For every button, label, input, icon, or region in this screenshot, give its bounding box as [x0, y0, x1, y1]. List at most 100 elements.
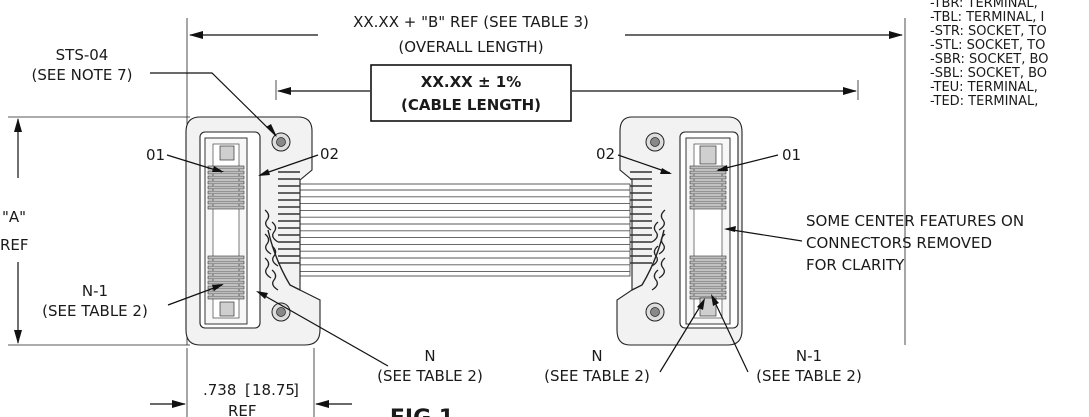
legend-item: -TBL: TERMINAL, I: [930, 10, 1044, 25]
pin-pad: [207, 265, 245, 270]
center-features-line1: SOME CENTER FEATURES ON: [806, 212, 1024, 230]
n-right-note: (SEE TABLE 2): [544, 367, 650, 385]
pin-pad: [689, 195, 727, 200]
pin-pad: [689, 260, 727, 265]
pin-01-left-label: 01: [146, 146, 165, 164]
pin-pad: [207, 205, 245, 210]
pin-pad: [689, 285, 727, 290]
pin-pad: [689, 280, 727, 285]
overall-length-note: (OVERALL LENGTH): [398, 38, 543, 56]
width-ref-dimension: .738 [ 18.75 ] REF: [150, 348, 352, 417]
width-ref-note: REF: [228, 402, 257, 417]
pin-pad: [689, 200, 727, 205]
left-connector: [185, 116, 321, 346]
pin-pad: [207, 185, 245, 190]
legend-item: -TBR: TERMINAL,: [930, 0, 1038, 11]
wire-strand: [271, 221, 279, 243]
right-solder-wires: [630, 171, 666, 291]
pin-pad: [207, 260, 245, 265]
pin-pad: [689, 175, 727, 180]
wire-strand: [264, 209, 272, 231]
n-minus-1-left-note: (SEE TABLE 2): [42, 302, 148, 320]
pin-pad: [207, 200, 245, 205]
pin-pad: [689, 275, 727, 280]
center-features-callout: SOME CENTER FEATURES ON CONNECTORS REMOV…: [724, 212, 1024, 274]
wire-strand: [658, 257, 666, 279]
pin-pad: [689, 270, 727, 275]
n-minus-1-left-callout: N-1 (SEE TABLE 2): [42, 282, 224, 320]
height-ref-note: REF: [0, 236, 29, 254]
pin-pad: [689, 255, 727, 260]
cable-length-label: XX.XX ± 1%: [421, 73, 521, 91]
pin-02-left-label: 02: [320, 145, 339, 163]
n-minus-1-right-label: N-1: [796, 347, 822, 365]
legend-item: -STL: SOCKET, TO: [930, 38, 1045, 53]
overall-length-dimension: XX.XX + "B" REF (SEE TABLE 3) (OVERALL L…: [186, 13, 906, 345]
cable-length-note: (CABLE LENGTH): [401, 96, 541, 114]
legend-item: -TED: TERMINAL,: [930, 94, 1038, 109]
pin-pad: [207, 255, 245, 260]
center-features-line2: CONNECTORS REMOVED: [806, 234, 992, 252]
width-ref-mm: 18.75: [252, 381, 295, 399]
pin-pad: [207, 175, 245, 180]
pin-01-right-label: 01: [782, 146, 801, 164]
pin-pad: [207, 280, 245, 285]
pin-pad: [689, 180, 727, 185]
pin-pad: [207, 285, 245, 290]
pin-pad: [689, 185, 727, 190]
left-connector-pins: [207, 165, 245, 300]
pin-pad: [689, 205, 727, 210]
sts-callout: STS-04 (SEE NOTE 7): [32, 46, 277, 137]
cable-length-dimension: XX.XX ± 1% (CABLE LENGTH): [275, 64, 859, 122]
pin-02-right-callout: 02: [596, 145, 672, 174]
pin-01-right-callout: 01: [716, 146, 801, 171]
pin-pad: [207, 180, 245, 185]
pin-01-left-callout: 01: [146, 146, 224, 173]
wire-strand: [651, 221, 659, 243]
legend-item: -TEU: TERMINAL,: [930, 80, 1038, 95]
pin-02-left-callout: 02: [258, 145, 339, 176]
wire-strand: [658, 209, 666, 231]
pin-pad: [207, 275, 245, 280]
n-minus-1-left-label: N-1: [82, 282, 108, 300]
variant-legend: -TBR: TERMINAL, -TBL: TERMINAL, I -STR: …: [930, 0, 1048, 109]
width-ref-inch: .738: [203, 381, 236, 399]
center-features-line3: FOR CLARITY: [806, 256, 905, 274]
pin-pad: [689, 290, 727, 295]
width-ref-bracket-open: [: [245, 381, 251, 399]
pin-pad: [689, 190, 727, 195]
sts-label: STS-04: [56, 46, 109, 64]
legend-item: -SBR: SOCKET, BO: [930, 52, 1048, 67]
pin-pad: [207, 290, 245, 295]
ribbon-cable: [299, 183, 631, 277]
legend-item: -STR: SOCKET, TO: [930, 24, 1047, 39]
left-solder-wires: [264, 171, 300, 291]
pin-02-right-label: 02: [596, 145, 615, 163]
n-left-label: N: [424, 347, 435, 365]
wire-strand: [651, 269, 659, 291]
pin-pad: [207, 195, 245, 200]
n-left-callout: N (SEE TABLE 2): [256, 291, 483, 385]
height-ref-label: "A": [2, 208, 26, 226]
n-minus-1-right-note: (SEE TABLE 2): [756, 367, 862, 385]
legend-item: -SBL: SOCKET, BO: [930, 66, 1047, 81]
pin-pad: [207, 170, 245, 175]
wire-strand: [264, 233, 272, 255]
pin-pad: [689, 265, 727, 270]
n-minus-1-right-callout: N-1 (SEE TABLE 2): [711, 294, 862, 385]
pin-pad: [207, 190, 245, 195]
pin-pad: [689, 170, 727, 175]
width-ref-bracket-close: ]: [293, 381, 299, 399]
right-connector-pins: [689, 165, 727, 300]
height-ref-dimension: "A" REF: [0, 116, 190, 346]
n-left-note: (SEE TABLE 2): [377, 367, 483, 385]
wire-strand: [271, 269, 279, 291]
pin-pad: [207, 270, 245, 275]
wire-strand: [271, 245, 279, 267]
wire-strand: [264, 257, 272, 279]
n-right-label: N: [591, 347, 602, 365]
overall-length-label: XX.XX + "B" REF (SEE TABLE 3): [353, 13, 589, 31]
right-connector: [616, 116, 743, 346]
pin-pad: [207, 295, 245, 300]
